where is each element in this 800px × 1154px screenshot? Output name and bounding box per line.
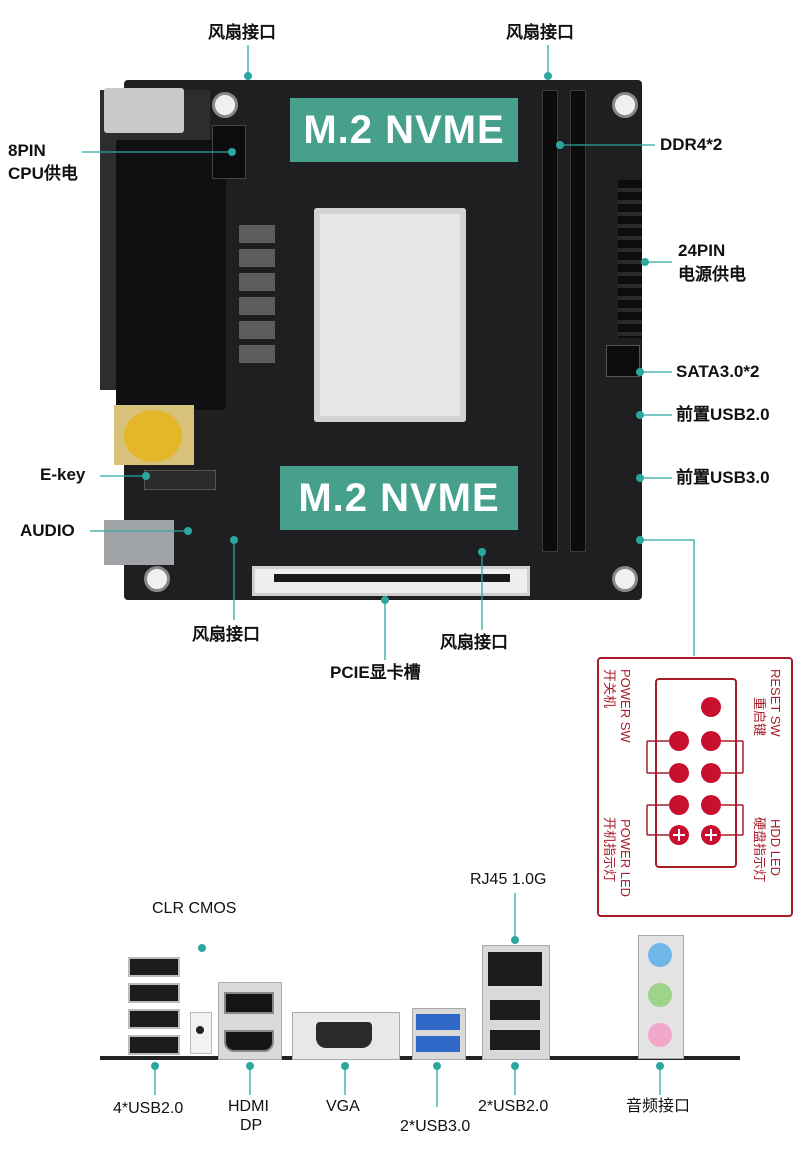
reset-sw-label: RESET SW [768, 669, 783, 737]
usb3-port-2 [416, 1036, 460, 1052]
mount-hole-br [612, 566, 638, 592]
label-front-usb3: 前置USB3.0 [676, 468, 770, 487]
ekey-slot [144, 470, 216, 490]
label-ekey: E-key [40, 465, 86, 484]
label-dp: DP [240, 1117, 263, 1134]
sata-ports [606, 345, 640, 377]
label-atx-power-2: 电源供电 [678, 265, 746, 284]
label-usb3-2x: 2*USB3.0 [400, 1118, 471, 1135]
label-usb2-4x: 4*USB2.0 [113, 1100, 184, 1117]
hdd-led-cn-label: 硬盘指示灯 [752, 817, 767, 882]
label-hdmi: HDMI [228, 1098, 269, 1115]
label-rj45: RJ45 1.0G [470, 871, 547, 888]
reset-sw-cn-label: 重启键 [752, 697, 767, 736]
usb2-port-a [490, 1000, 540, 1020]
usb3-port-1 [416, 1014, 460, 1030]
vrm-heatsink [116, 140, 226, 410]
label-cpu-power-1: 8PIN [8, 141, 46, 160]
audio-jack-line-out [648, 983, 672, 1007]
hdd-led-label: HDD LED [768, 819, 783, 876]
label-ddr4: DDR4*2 [660, 135, 723, 154]
label-fan-bottom-right: 风扇接口 [440, 633, 508, 652]
usb-top-port [104, 88, 184, 133]
label-clr-cmos: CLR CMOS [152, 900, 237, 917]
label-audio-jack: 音频接口 [626, 1098, 691, 1115]
dp-port [224, 992, 274, 1014]
vga-port-dsub [316, 1022, 372, 1048]
atx-24pin-connector [618, 180, 642, 338]
label-atx-power-1: 24PIN [678, 241, 726, 260]
clr-cmos-button-cap [196, 1026, 204, 1034]
m2-top-slot: M.2 NVME [290, 98, 518, 162]
power-led-label: POWER LED [618, 819, 633, 897]
label-audio: AUDIO [20, 521, 75, 540]
power-sw-cn-label: 开关机 [602, 669, 617, 708]
label-sata: SATA3.0*2 [676, 362, 760, 381]
ddr4-slot-2 [570, 90, 586, 552]
mount-hole-tl [212, 92, 238, 118]
power-led-cn-label: 开机指示灯 [602, 817, 617, 882]
label-fan-top-left: 风扇接口 [208, 23, 276, 42]
power-sw-label: POWER SW [618, 669, 633, 743]
rj45-port [488, 952, 542, 986]
label-fan-bottom-left: 风扇接口 [192, 625, 260, 644]
front-panel-pins: POWER SW 开关机 RESET SW 重启键 POWER LED 开机指示… [602, 669, 783, 897]
label-front-usb2: 前置USB2.0 [676, 405, 770, 424]
audio-jack-mic [648, 1023, 672, 1047]
label-cpu-power-2: CPU供电 [8, 164, 78, 183]
audio-jack-line-in [648, 943, 672, 967]
pcie-slot-inner [274, 574, 510, 582]
label-vga: VGA [326, 1098, 360, 1115]
ddr4-slot-1 [542, 90, 558, 552]
label-pcie: PCIE显卡槽 [330, 663, 421, 682]
label-fan-top-right: 风扇接口 [506, 23, 574, 42]
usb2-stack-4x [128, 953, 180, 1057]
mount-hole-bl [144, 566, 170, 592]
usb2-port-b [490, 1030, 540, 1050]
vrm-chokes [239, 225, 275, 365]
cmos-battery-cell [124, 410, 182, 462]
motherboard-image: M.2 NVME M.2 NVME [100, 80, 642, 600]
front-panel-frame [597, 657, 793, 917]
cpu-socket [314, 208, 466, 422]
audio-connector [104, 520, 174, 565]
mount-hole-tr [612, 92, 638, 118]
label-usb2-2x: 2*USB2.0 [478, 1098, 549, 1115]
m2-bottom-slot: M.2 NVME [280, 466, 518, 530]
hdmi-port [224, 1030, 274, 1052]
